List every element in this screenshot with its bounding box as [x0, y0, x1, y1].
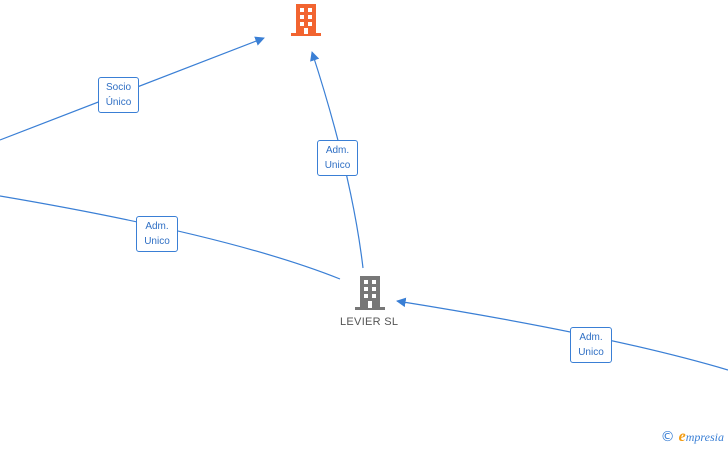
levier-node-label[interactable]: LEVIER SL [340, 316, 399, 328]
target-company-building-icon[interactable] [290, 2, 322, 36]
edge-adm-unico-right-to-levier [396, 297, 728, 371]
edge-adm-unico-left-to-levier [0, 195, 341, 280]
edge-label-line: Socio [105, 82, 131, 93]
brand-name: mpresia [685, 429, 724, 444]
edge-label-line: Adm. [579, 332, 603, 343]
brand-logo-e: e [678, 428, 686, 445]
edge-label-line: Único [105, 97, 132, 108]
edge-label-line: Unico [144, 236, 170, 247]
copyright-icon: © [660, 429, 675, 445]
edge-label-line: Adm. [325, 145, 350, 156]
edge-label-line: Unico [578, 347, 604, 358]
empresia-watermark: © e mpresia [661, 428, 724, 446]
edge-label-adm-unico-right[interactable]: Adm. Unico [570, 327, 612, 363]
edge-label-line: Adm. [145, 221, 169, 232]
levier-building-icon[interactable] [354, 274, 386, 310]
edge-label-adm-unico-top[interactable]: Adm. Unico [317, 140, 358, 176]
edge-label-adm-unico-left[interactable]: Adm. Unico [136, 216, 178, 252]
edge-label-line: Unico [324, 160, 351, 171]
edge-label-socio-unico[interactable]: Socio Único [98, 77, 139, 113]
